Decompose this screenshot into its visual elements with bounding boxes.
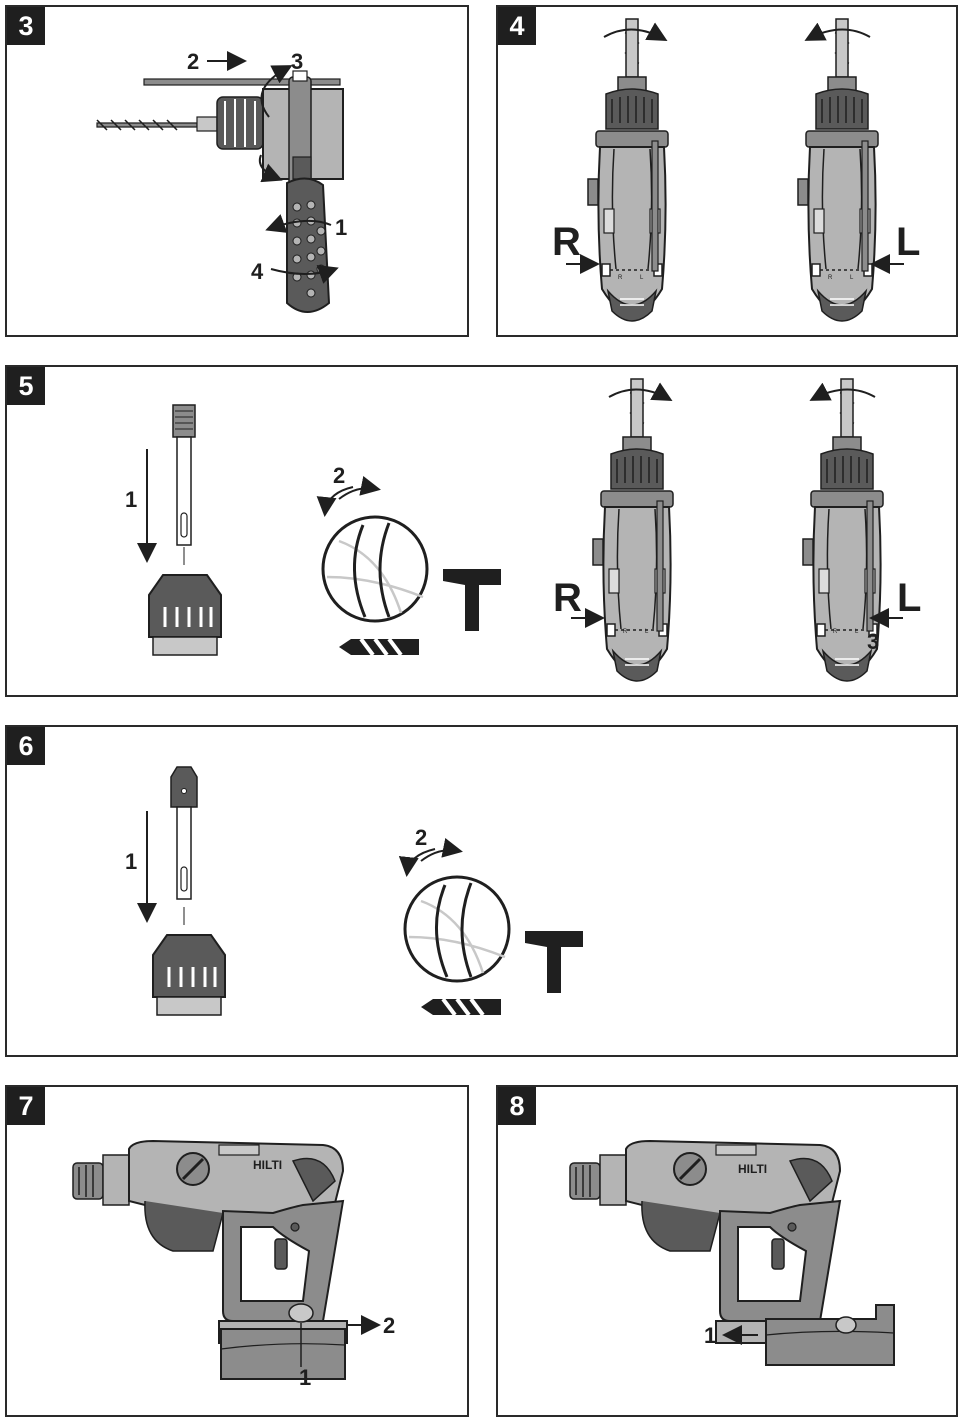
- panel-number: 7: [7, 1087, 45, 1125]
- switch-mark-r: R: [833, 629, 838, 635]
- drill-top-view-icon: [592, 378, 674, 682]
- mode-dial-icon: [321, 515, 429, 623]
- label-2: 2: [333, 463, 345, 488]
- switch-mark-l: L: [645, 629, 649, 635]
- drill-top-view-icon: [587, 18, 669, 322]
- chuck-adapter-icon: [170, 766, 198, 925]
- label-right: R: [552, 220, 581, 264]
- drill-side-icon: 2 3 1 4: [96, 49, 347, 313]
- label-left: L: [897, 576, 921, 620]
- panel-4: 4 R L R L R L: [496, 5, 958, 337]
- label-1: 1: [704, 1323, 716, 1348]
- panel-5: 5 1 2 R L 3 R L R L: [5, 365, 958, 697]
- drill-top-view-icon: [797, 18, 879, 322]
- chuck-adapter-icon: [172, 404, 196, 565]
- panel-8: 8 HILTI 1: [496, 1085, 958, 1417]
- label-2: 2: [187, 49, 199, 74]
- panel-3: 3 2 3 1 4: [5, 5, 469, 337]
- label-3: 3: [867, 629, 879, 654]
- switch-mark-l: L: [855, 629, 859, 635]
- switch-mark-r: R: [828, 275, 833, 281]
- panel-number: 5: [7, 367, 45, 405]
- label-4: 4: [251, 259, 264, 284]
- panel-number: 3: [7, 7, 45, 45]
- battery-pack-icon: [220, 1303, 346, 1380]
- label-2: 2: [383, 1313, 395, 1338]
- panel-6: 6 1 2: [5, 725, 958, 1057]
- drill-mode-icon: [419, 997, 503, 1017]
- hammer-mode-icon: [525, 931, 583, 993]
- chuck-icon: [147, 573, 223, 657]
- label-1: 1: [125, 849, 137, 874]
- mode-dial-icon: [403, 875, 511, 983]
- switch-mark-l: L: [640, 275, 644, 281]
- switch-mark-r: R: [618, 275, 623, 281]
- panel-number: 8: [498, 1087, 536, 1125]
- panel-number: 4: [498, 7, 536, 45]
- panel-number: 6: [7, 727, 45, 765]
- switch-mark-r: R: [623, 629, 628, 635]
- hammer-mode-icon: [443, 569, 501, 631]
- label-right: R: [553, 576, 582, 620]
- label-1: 1: [299, 1365, 311, 1390]
- drill-mode-icon: [337, 637, 421, 657]
- label-2: 2: [415, 825, 427, 850]
- cordless-hammer-icon: [568, 1139, 846, 1345]
- label-1: 1: [125, 487, 137, 512]
- switch-mark-l: L: [850, 275, 854, 281]
- brand-logo: HILTI: [253, 1158, 282, 1172]
- label-1: 1: [335, 215, 347, 240]
- panel-7: 7 HILTI 2 1: [5, 1085, 469, 1417]
- label-left: L: [896, 220, 920, 264]
- chuck-icon: [151, 933, 227, 1017]
- brand-logo: HILTI: [738, 1162, 767, 1176]
- label-3: 3: [291, 49, 303, 74]
